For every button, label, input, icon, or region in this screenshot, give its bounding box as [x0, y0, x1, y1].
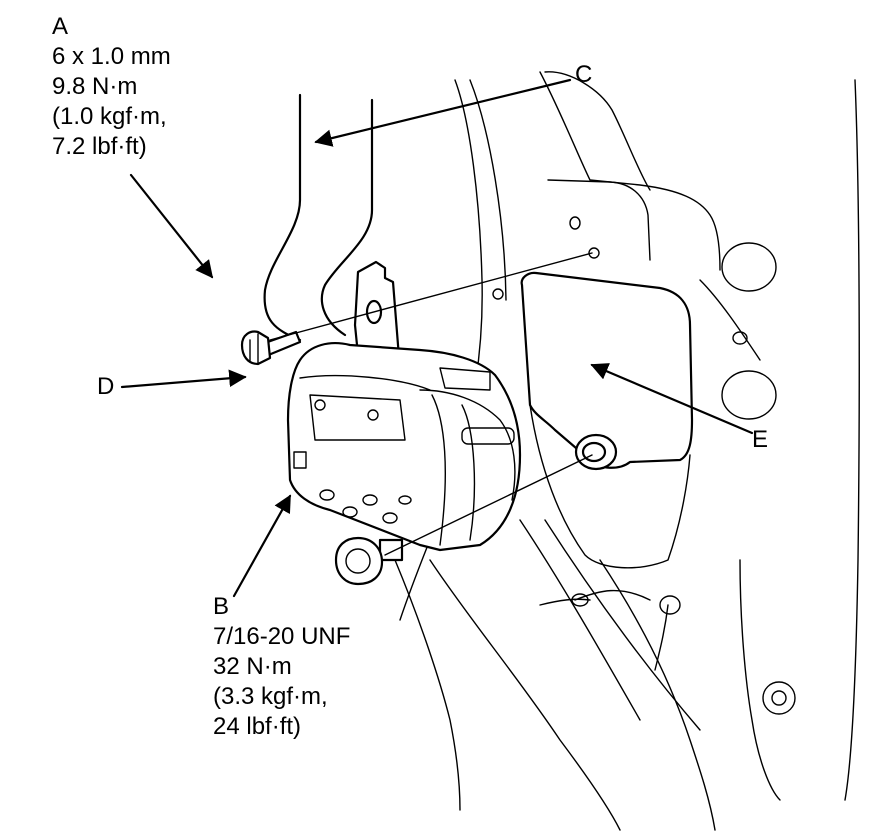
callout-d-letter: D — [97, 373, 115, 400]
seat-belt-webbing — [263, 93, 374, 342]
lower-bolt — [334, 536, 404, 586]
arrow-d — [120, 369, 247, 389]
callout-b-letter: B — [213, 593, 230, 620]
callout-b-torque: 32 N·m — [213, 653, 292, 680]
callout-b-torque-kgf: (3.3 kgf·m, — [213, 683, 328, 710]
callout-a-torque-lbf: 7.2 lbf·ft) — [52, 133, 147, 160]
callout-e: E — [752, 425, 768, 455]
callout-b-size: 7/16-20 UNF — [213, 623, 351, 650]
arrow-b — [232, 494, 292, 598]
callout-d: D — [97, 372, 114, 402]
callout-a: A 6 x 1.0 mm 9.8 N·m (1.0 kgf·m, 7.2 lbf… — [52, 12, 171, 162]
callout-b-torque-lbf: 24 lbf·ft) — [213, 713, 302, 740]
callout-a-torque: 9.8 N·m — [52, 73, 138, 100]
callout-c-letter: C — [575, 61, 593, 88]
upper-bolt — [240, 330, 302, 366]
callout-a-size: 6 x 1.0 mm — [52, 43, 171, 70]
arrow-a — [129, 173, 214, 279]
bolt-alignment-lines — [269, 252, 593, 556]
callout-e-letter: E — [752, 426, 769, 453]
callout-b: B 7/16-20 UNF 32 N·m (3.3 kgf·m, 24 lbf·… — [213, 592, 350, 742]
callout-c: C — [575, 60, 592, 90]
arrow-e — [590, 363, 754, 435]
body-pillar-outline — [394, 71, 860, 831]
retractor-assembly — [286, 342, 522, 552]
callout-a-torque-kgf: (1.0 kgf·m, — [52, 103, 167, 130]
callout-a-letter: A — [52, 13, 69, 40]
arrow-c — [314, 78, 572, 147]
leader-arrows — [120, 78, 754, 598]
